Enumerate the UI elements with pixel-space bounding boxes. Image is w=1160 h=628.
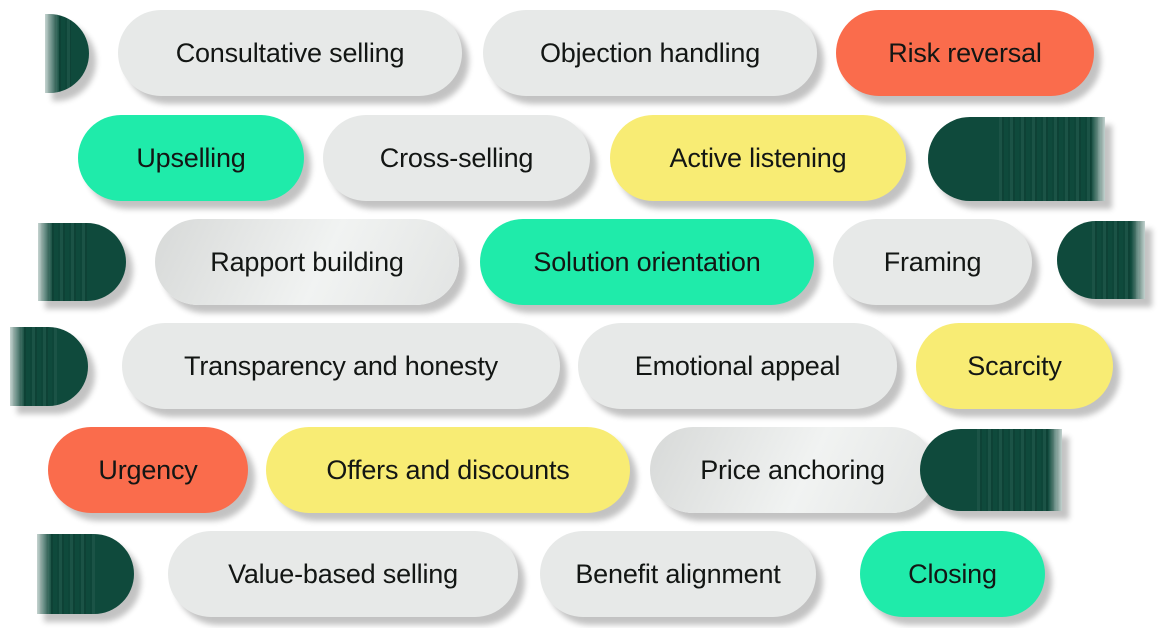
- edge-fade: [10, 327, 24, 406]
- tag-label: Value-based selling: [228, 558, 458, 589]
- tag-scarcity[interactable]: Scarcity: [916, 323, 1113, 409]
- tag-label: Price anchoring: [700, 454, 885, 485]
- tag-label: Upselling: [136, 142, 246, 173]
- teal-stub-decoration: [37, 534, 134, 614]
- tag-objection-handling[interactable]: Objection handling: [483, 10, 817, 96]
- tag-emotional-appeal[interactable]: Emotional appeal: [578, 323, 897, 409]
- teal-stub-decoration: [45, 14, 89, 93]
- dither-texture: [976, 429, 1062, 511]
- edge-fade: [1131, 221, 1145, 299]
- tag-cross-selling[interactable]: Cross-selling: [323, 115, 590, 201]
- tag-solution-orientation[interactable]: Solution orientation: [480, 219, 814, 305]
- tag-rapport-building[interactable]: Rapport building: [155, 219, 459, 305]
- edge-fade: [1048, 429, 1062, 511]
- edge-fade: [37, 534, 51, 614]
- teal-stub-decoration: [928, 117, 1105, 201]
- tag-consultative-selling[interactable]: Consultative selling: [118, 10, 462, 96]
- tag-label: Solution orientation: [533, 246, 761, 277]
- tag-label: Consultative selling: [175, 37, 405, 68]
- edge-fade: [45, 14, 59, 93]
- tag-label: Offers and discounts: [326, 454, 570, 485]
- tag-label: Urgency: [98, 454, 198, 485]
- dither-texture: [998, 117, 1105, 201]
- tag-offers-and-discounts[interactable]: Offers and discounts: [266, 427, 630, 513]
- tag-active-listening[interactable]: Active listening: [610, 115, 906, 201]
- tag-label: Closing: [908, 558, 997, 589]
- tag-framing[interactable]: Framing: [833, 219, 1032, 305]
- tag-price-anchoring[interactable]: Price anchoring: [650, 427, 935, 513]
- tag-label: Risk reversal: [888, 37, 1042, 68]
- tag-label: Rapport building: [210, 246, 404, 277]
- edge-fade: [1091, 117, 1105, 201]
- tag-label: Objection handling: [539, 37, 761, 68]
- teal-stub-decoration: [10, 327, 88, 406]
- tag-label: Active listening: [669, 142, 847, 173]
- tag-label: Cross-selling: [379, 142, 534, 173]
- tag-label: Framing: [883, 246, 982, 277]
- tag-label: Benefit alignment: [575, 558, 781, 589]
- edge-fade: [38, 223, 52, 301]
- tag-transparency-and-honesty[interactable]: Transparency and honesty: [122, 323, 560, 409]
- tag-label: Scarcity: [967, 350, 1062, 381]
- tag-label: Emotional appeal: [634, 350, 841, 381]
- tag-closing[interactable]: Closing: [860, 531, 1045, 617]
- tag-value-based-selling[interactable]: Value-based selling: [168, 531, 518, 617]
- tag-risk-reversal[interactable]: Risk reversal: [836, 10, 1094, 96]
- teal-stub-decoration: [1057, 221, 1145, 299]
- tag-label: Transparency and honesty: [184, 350, 498, 381]
- tag-urgency[interactable]: Urgency: [48, 427, 248, 513]
- tag-upselling[interactable]: Upselling: [78, 115, 304, 201]
- teal-stub-decoration: [38, 223, 126, 301]
- tag-benefit-alignment[interactable]: Benefit alignment: [540, 531, 816, 617]
- teal-stub-decoration: [920, 429, 1062, 511]
